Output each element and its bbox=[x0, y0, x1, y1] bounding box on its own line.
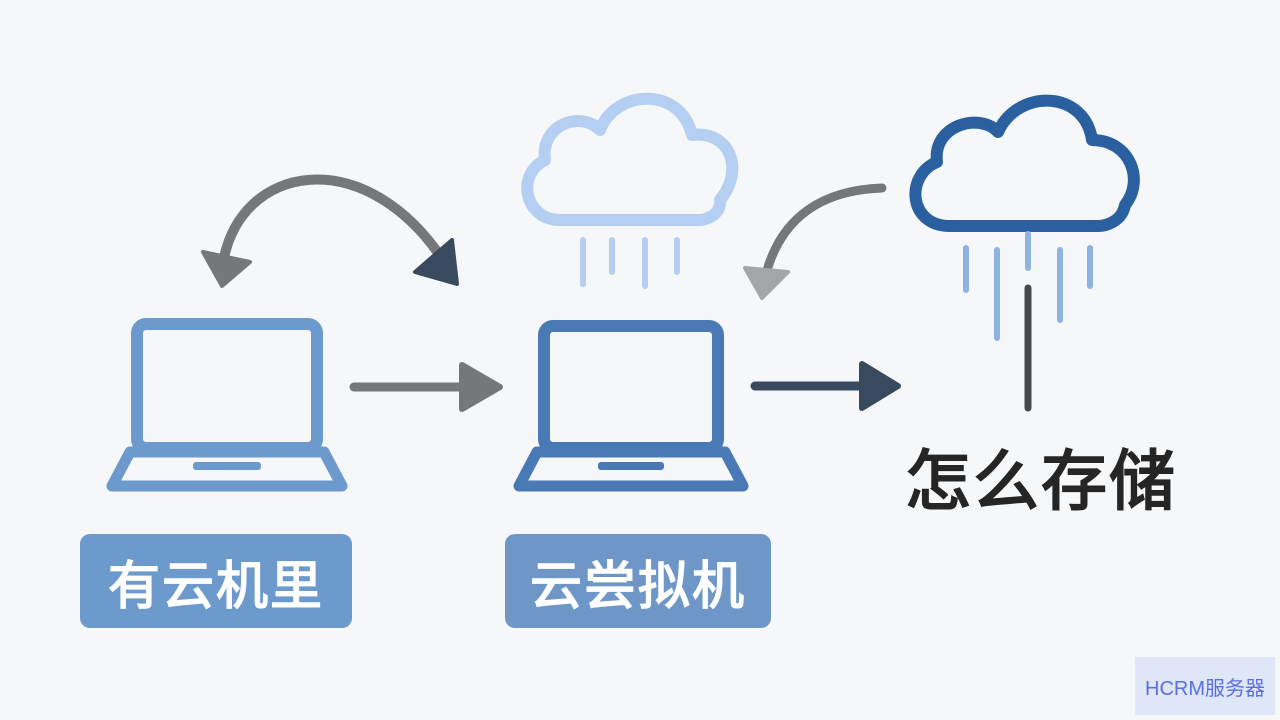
cloud-light-icon bbox=[521, 92, 739, 289]
watermark-text: HCRM服务器 bbox=[1145, 677, 1265, 700]
middle-device-label-text: 云尝拟机 bbox=[529, 556, 746, 617]
laptop-left-icon bbox=[106, 318, 348, 492]
left-device-label: 有云机里 bbox=[80, 534, 352, 628]
right-arrow-2 bbox=[750, 361, 901, 411]
middle-device-label: 云尝拟机 bbox=[505, 534, 771, 628]
cloud-dark-icon bbox=[909, 94, 1140, 412]
watermark: HCRM服务器 bbox=[1135, 657, 1275, 715]
right-arrow-1 bbox=[349, 362, 503, 412]
left-device-label-text: 有云机里 bbox=[107, 556, 324, 617]
laptop-middle-icon bbox=[513, 320, 749, 492]
curved-arrow bbox=[743, 183, 887, 300]
curved-double-arrow bbox=[201, 174, 459, 288]
storage-question: 怎么存储 bbox=[905, 443, 1177, 520]
